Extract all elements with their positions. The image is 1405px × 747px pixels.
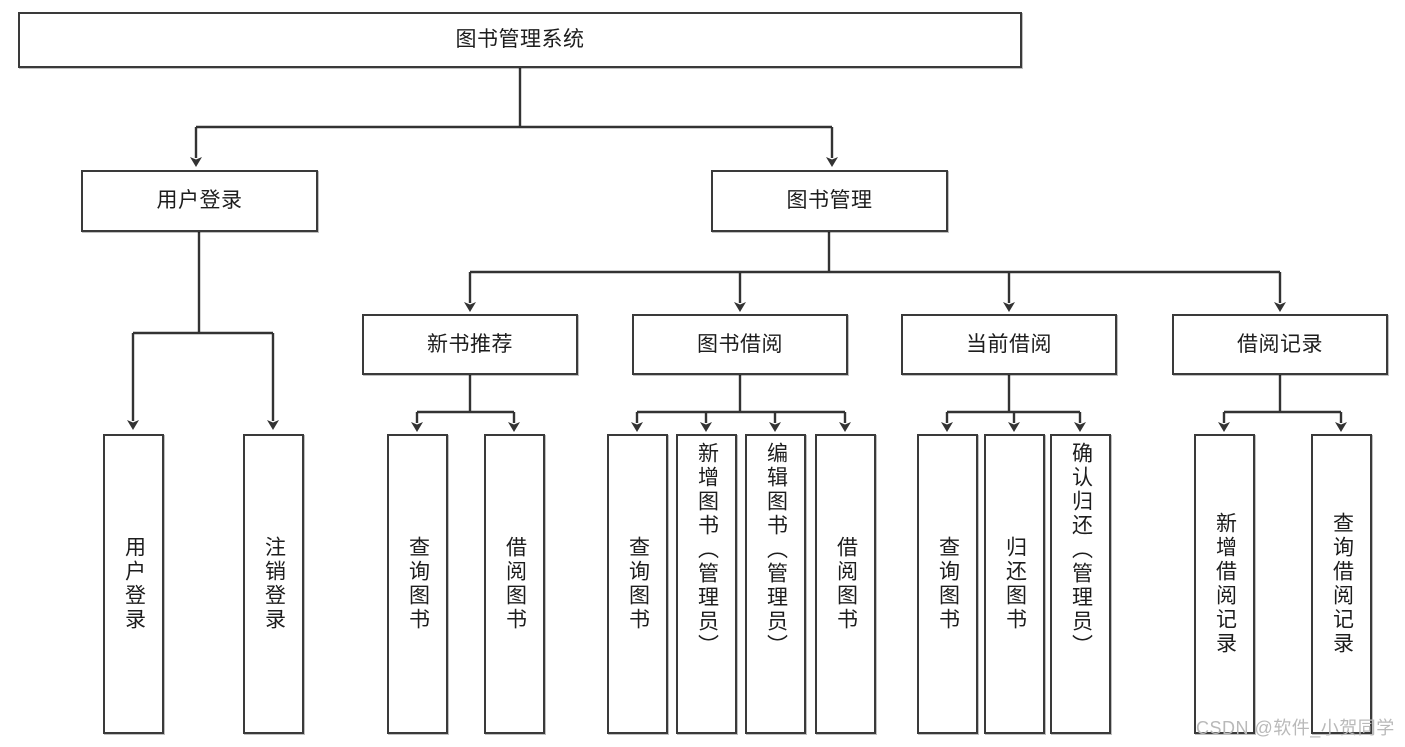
leaf-user-login-0[interactable]: 用户登录 bbox=[103, 434, 164, 734]
node-book-management[interactable]: 图书管理 bbox=[711, 170, 948, 232]
leaf-new-book-recommend-0[interactable]: 查询图书 bbox=[387, 434, 448, 734]
node-label: 查询借阅记录 bbox=[1330, 512, 1354, 656]
node-root-book-management-system[interactable]: 图书管理系统 bbox=[18, 12, 1022, 68]
node-label: 用户登录 bbox=[122, 536, 146, 632]
leaf-book-borrow-2[interactable]: 编辑图书（管理员） bbox=[745, 434, 806, 734]
leaf-borrow-record-1[interactable]: 查询借阅记录 bbox=[1311, 434, 1372, 734]
leaf-book-borrow-0[interactable]: 查询图书 bbox=[607, 434, 668, 734]
node-label: 借阅记录 bbox=[1237, 332, 1323, 356]
node-label: 编辑图书（管理员） bbox=[764, 442, 788, 658]
leaf-book-borrow-3[interactable]: 借阅图书 bbox=[815, 434, 876, 734]
node-label: 借阅图书 bbox=[503, 536, 527, 632]
node-label: 确认归还（管理员） bbox=[1069, 442, 1093, 658]
node-label: 新增借阅记录 bbox=[1213, 512, 1237, 656]
node-label: 查询图书 bbox=[936, 536, 960, 632]
node-label: 查询图书 bbox=[626, 536, 650, 632]
leaf-borrow-record-0[interactable]: 新增借阅记录 bbox=[1194, 434, 1255, 734]
leaf-current-borrow-1[interactable]: 归还图书 bbox=[984, 434, 1045, 734]
node-label: 新增图书（管理员） bbox=[695, 442, 719, 658]
node-new-book-recommend[interactable]: 新书推荐 bbox=[362, 314, 578, 375]
node-label: 注销登录 bbox=[262, 536, 286, 632]
node-label: 用户登录 bbox=[156, 189, 243, 213]
node-label: 图书借阅 bbox=[697, 332, 783, 356]
leaf-current-borrow-0[interactable]: 查询图书 bbox=[917, 434, 978, 734]
node-label: 当前借阅 bbox=[966, 332, 1052, 356]
node-user-login[interactable]: 用户登录 bbox=[81, 170, 318, 232]
node-label: 图书管理 bbox=[786, 189, 873, 213]
node-book-borrow[interactable]: 图书借阅 bbox=[632, 314, 848, 375]
node-label: 查询图书 bbox=[406, 536, 430, 632]
leaf-new-book-recommend-1[interactable]: 借阅图书 bbox=[484, 434, 545, 734]
node-label: 新书推荐 bbox=[427, 332, 513, 356]
csdn-watermark: CSDN @软件_小贺同学 bbox=[1196, 718, 1395, 738]
node-current-borrow[interactable]: 当前借阅 bbox=[901, 314, 1117, 375]
node-label: 归还图书 bbox=[1003, 536, 1027, 632]
node-label: 借阅图书 bbox=[834, 536, 858, 632]
leaf-user-login-1[interactable]: 注销登录 bbox=[243, 434, 304, 734]
node-borrow-record[interactable]: 借阅记录 bbox=[1172, 314, 1388, 375]
leaf-book-borrow-1[interactable]: 新增图书（管理员） bbox=[676, 434, 737, 734]
node-label: 图书管理系统 bbox=[455, 28, 585, 52]
leaf-current-borrow-2[interactable]: 确认归还（管理员） bbox=[1050, 434, 1111, 734]
